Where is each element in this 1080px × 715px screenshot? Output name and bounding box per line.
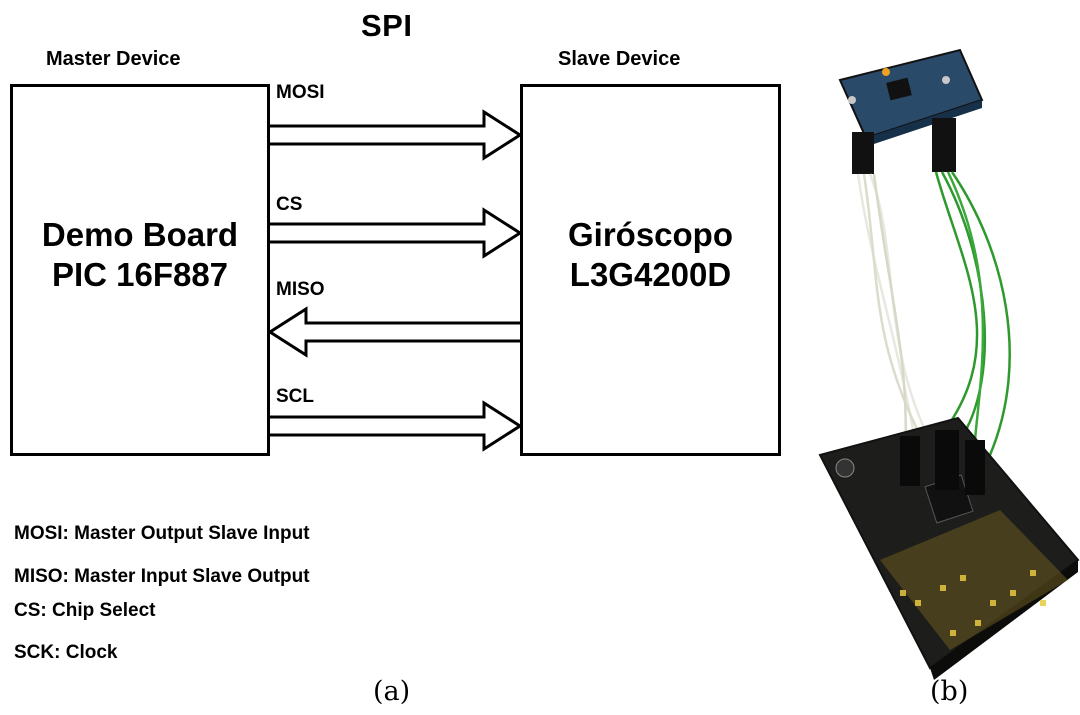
arrow-miso (267, 306, 520, 358)
caption-b: (b) (930, 676, 969, 707)
master-box: Demo Board PIC 16F887 (10, 84, 270, 456)
slave-line2: L3G4200D (569, 256, 732, 293)
legend-sck: SCK: Clock (14, 642, 118, 663)
master-line2: PIC 16F887 (51, 256, 229, 293)
signal-label-cs: CS (276, 194, 303, 215)
pic-demo-board (818, 416, 1080, 680)
arrow-scl (270, 400, 523, 452)
slave-box: Giróscopo L3G4200D (520, 84, 781, 456)
arrow-cs (270, 207, 523, 259)
legend-miso: MISO: Master Input Slave Output (14, 566, 310, 587)
caption-a: (a) (373, 676, 411, 707)
legend-mosi: MOSI: Master Output Slave Input (14, 523, 310, 544)
diagram-title: SPI (361, 8, 413, 43)
jumper-wires (856, 171, 1011, 461)
gyroscope-breakout-board (838, 48, 984, 174)
legend-cs: CS: Chip Select (14, 600, 156, 621)
master-heading: Master Device (46, 48, 181, 70)
slave-heading: Slave Device (558, 48, 681, 70)
arrow-mosi (270, 109, 523, 161)
slave-line1: Giróscopo (567, 216, 734, 253)
signal-label-mosi: MOSI (276, 82, 325, 103)
signal-label-scl: SCL (276, 386, 314, 407)
signal-label-miso: MISO (276, 279, 325, 300)
master-line1: Demo Board (41, 216, 239, 253)
